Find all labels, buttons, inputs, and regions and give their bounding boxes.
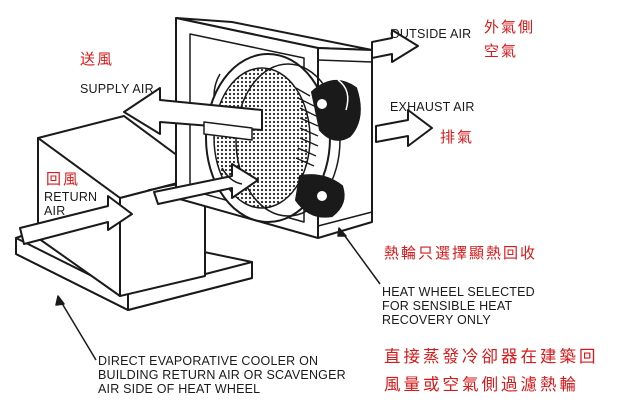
cooler-annotation-line1: 直接蒸發冷卻器在建築回 <box>384 347 599 366</box>
cooler-note-line1: DIRECT EVAPORATIVE COOLER ON <box>98 354 319 368</box>
supply-air-label: SUPPLY AIR <box>80 82 154 96</box>
outside-air-arrow <box>371 29 419 63</box>
cooler-annotation-line2: 風量或空氣側過濾熱輪 <box>384 375 579 394</box>
supply-air-inner-arrow <box>203 121 253 141</box>
leader-lines <box>55 227 381 361</box>
outside-air-label: OUTSIDE AIR <box>390 27 472 41</box>
cooler-note-line2: BUILDING RETURN AIR OR SCAVENGER <box>98 368 346 382</box>
return-air-wheel-arrow <box>153 163 259 205</box>
return-air-label-line1: RETURN <box>44 190 98 204</box>
return-air-label-line2: AIR <box>44 204 66 218</box>
heat-wheel-note-line2: FOR SENSIBLE HEAT <box>382 299 513 313</box>
exhaust-air-label: EXHAUST AIR <box>390 100 475 114</box>
supply-air-annotation: 送風 <box>80 50 115 68</box>
heat-wheel-note-line3: RECOVERY ONLY <box>382 313 491 327</box>
return-air-arrow <box>19 195 133 245</box>
return-air-annotation: 回風 <box>46 170 81 188</box>
heat-wheel-note-line1: HEAT WHEEL SELECTED <box>382 285 535 299</box>
cooler-note-line3: AIR SIDE OF HEAT WHEEL <box>98 382 261 396</box>
outside-air-annotation-line2: 空氣 <box>484 42 519 60</box>
outside-air-annotation-line1: 外氣側 <box>484 18 536 36</box>
heat-wheel-annotation: 熱輪只選擇顯熱回收 <box>384 244 538 262</box>
exhaust-air-annotation: 排氣 <box>440 128 475 146</box>
exhaust-air-arrow <box>375 109 433 147</box>
